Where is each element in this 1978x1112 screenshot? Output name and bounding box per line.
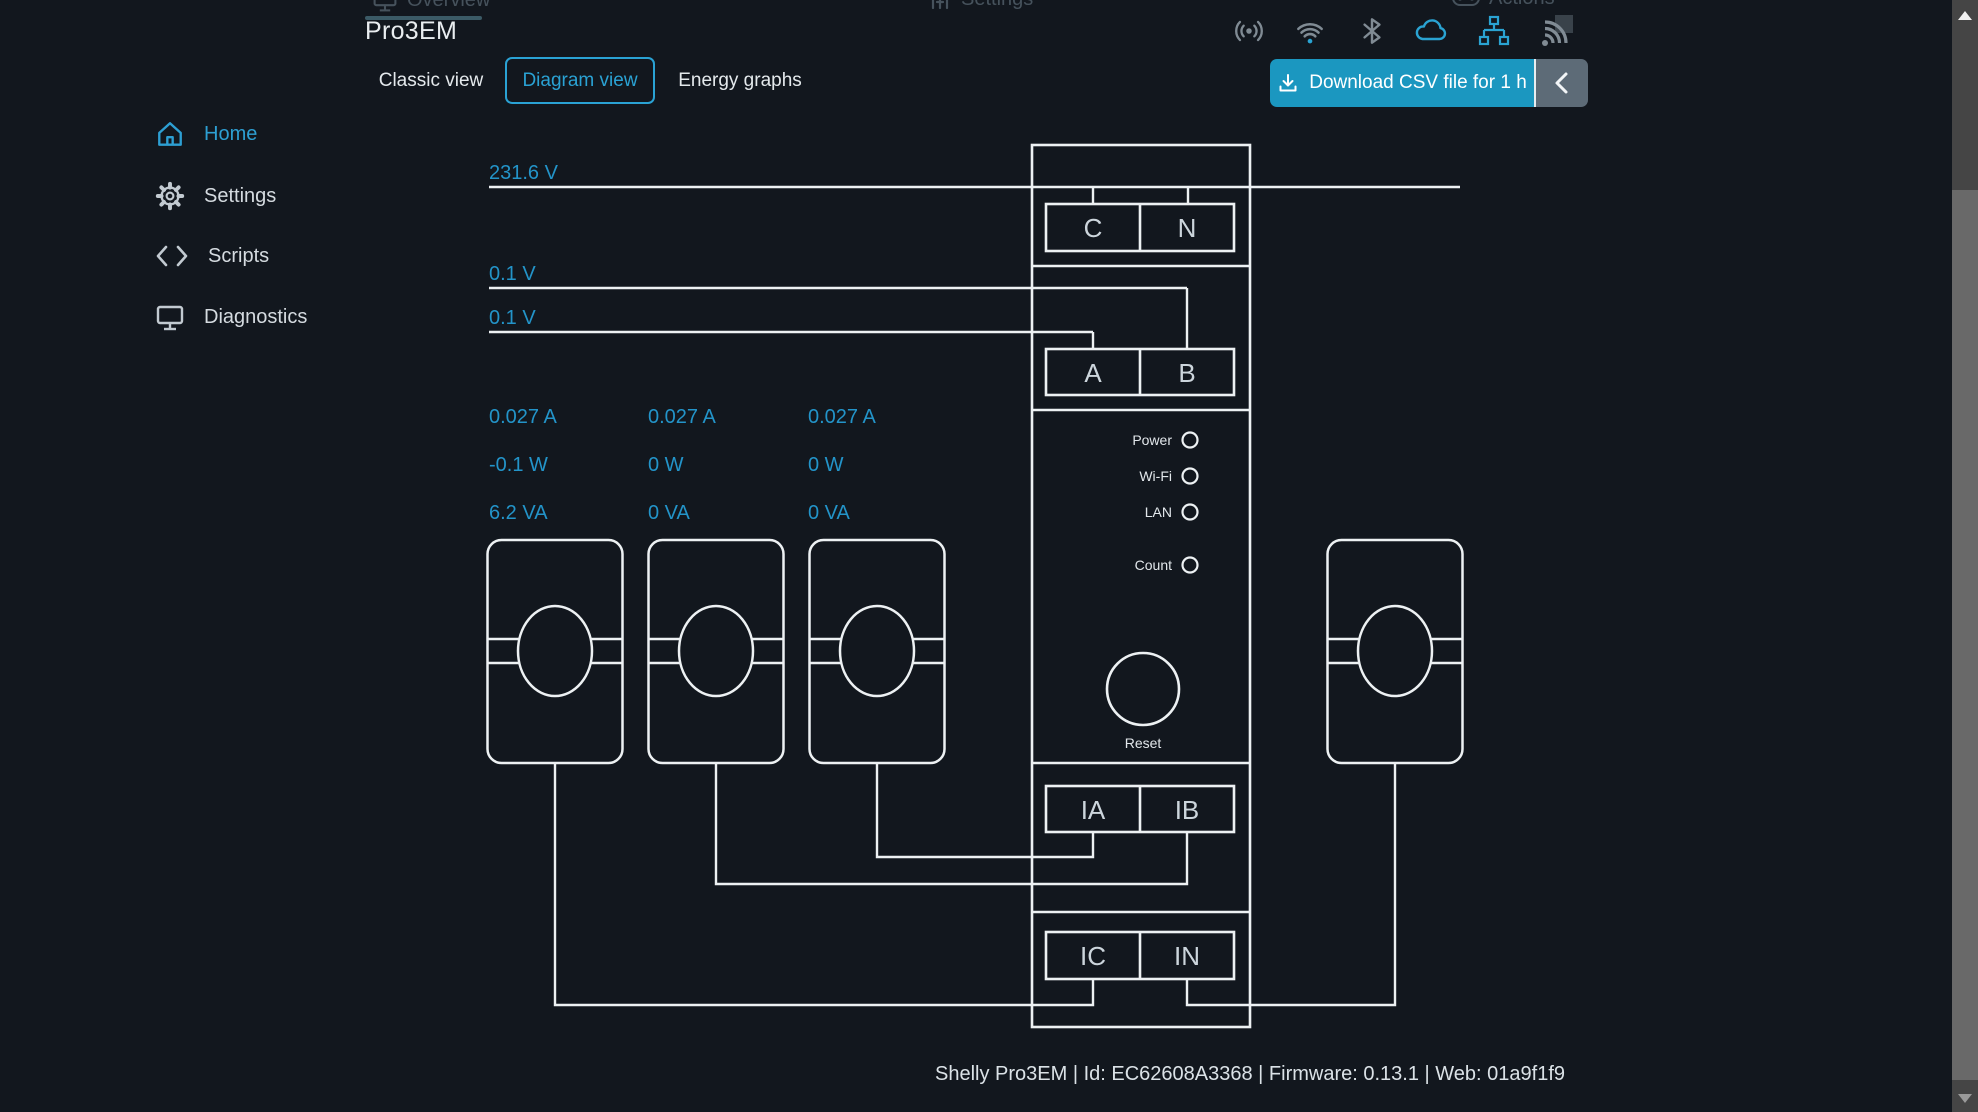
phase-b-current: 0.027 A [648, 406, 717, 428]
reset-button [1105, 651, 1181, 727]
sidebar-item-home[interactable]: Home [155, 117, 257, 151]
download-icon [1277, 72, 1299, 94]
phase-a-apparent-power: 6.2 VA [489, 502, 548, 524]
led-count-indicator [1181, 556, 1199, 574]
scrollbar-thumb[interactable] [1952, 190, 1978, 1080]
topnav-settings-label: Settings [961, 0, 1033, 11]
terminal-in: IN [1174, 941, 1200, 971]
page-title: Pro3EM [365, 17, 458, 45]
phase-c-voltage: 0.1 V [489, 307, 536, 329]
active-topnav-underline [365, 16, 482, 20]
gear-icon [155, 181, 185, 211]
terminal-a: A [1084, 358, 1102, 388]
scrollbar-up-arrow[interactable] [1958, 11, 1972, 20]
monitor-icon [155, 303, 185, 331]
terminal-ia: IA [1081, 795, 1106, 825]
code-icon [155, 242, 189, 270]
download-csv-label: Download CSV file for 1 h [1309, 72, 1527, 93]
reset-label: Reset [1125, 735, 1162, 751]
phase-b-power: 0 W [648, 454, 684, 476]
tab-energy-graphs[interactable]: Energy graphs [672, 57, 808, 104]
sidebar-item-diagnostics-label: Diagnostics [204, 305, 308, 328]
phase-b-voltage: 0.1 V [489, 263, 536, 285]
sidebar-item-home-label: Home [204, 122, 258, 145]
diagram-wires [489, 185, 1460, 1007]
ethernet-icon [1477, 14, 1511, 48]
bluetooth-icon [1355, 14, 1389, 48]
terminal-b: B [1178, 358, 1195, 388]
tab-energy-graphs-label: Energy graphs [678, 69, 802, 91]
chevron-left-icon [1552, 70, 1572, 96]
sliders-icon [928, 0, 952, 11]
topnav-overview[interactable]: Overview [372, 0, 490, 13]
scrollbar[interactable] [1952, 0, 1978, 1112]
led-power-indicator [1181, 431, 1199, 449]
wiring-diagram: C N A B IA IB IC IN Power Wi-Fi LAN Coun… [486, 143, 1464, 1029]
led-wifi-label: Wi-Fi [1139, 468, 1172, 484]
tab-diagram-view[interactable]: Diagram view [505, 57, 655, 104]
sidebar-item-settings-label: Settings [204, 184, 277, 207]
ct-clamp-neutral [1326, 538, 1464, 765]
terminal-ib: IB [1175, 795, 1200, 825]
topnav-actions[interactable]: Actions [1452, 0, 1555, 10]
phase-c-current: 0.027 A [808, 406, 877, 428]
topnav-actions-label: Actions [1489, 0, 1555, 10]
led-lan-label: LAN [1145, 504, 1172, 520]
device-info-footer: Shelly Pro3EM | Id: EC62608A3368 | Firmw… [935, 1063, 1565, 1085]
download-collapse-button[interactable] [1534, 59, 1588, 107]
ct-clamp-c [808, 538, 946, 765]
terminal-n: N [1178, 213, 1197, 243]
topnav-settings[interactable]: Settings [928, 0, 1033, 11]
led-wifi-indicator [1181, 467, 1199, 485]
led-count-label: Count [1135, 557, 1172, 573]
terminal-ic: IC [1080, 941, 1106, 971]
phase-b-apparent-power: 0 VA [648, 502, 691, 524]
rss-icon [1540, 14, 1574, 48]
gamepad-icon [1452, 0, 1480, 8]
tab-classic-view-label: Classic view [378, 69, 484, 91]
device-body [1030, 143, 1252, 1029]
ct-clamp-a [486, 538, 624, 765]
led-lan-indicator [1181, 503, 1199, 521]
tab-diagram-view-label: Diagram view [522, 69, 638, 91]
sidebar-item-scripts-label: Scripts [208, 244, 270, 267]
download-csv-button[interactable]: Download CSV file for 1 h [1270, 59, 1534, 107]
cloud-icon [1413, 14, 1447, 48]
phase-a-voltage: 231.6 V [489, 162, 559, 184]
ct-clamp-b [647, 538, 785, 765]
led-power-label: Power [1132, 432, 1172, 448]
terminal-c: C [1084, 213, 1103, 243]
home-icon [155, 119, 185, 149]
phase-c-apparent-power: 0 VA [808, 502, 851, 524]
phase-a-current: 0.027 A [489, 406, 558, 428]
sidebar-item-settings[interactable]: Settings [155, 179, 276, 213]
monitor-icon [372, 0, 398, 13]
radio-icon [1232, 14, 1266, 48]
phase-c-power: 0 W [808, 454, 844, 476]
topnav-overview-label: Overview [407, 0, 490, 12]
sidebar-item-scripts[interactable]: Scripts [155, 239, 269, 273]
phase-a-power: -0.1 W [489, 454, 548, 476]
top-navigation: Overview Settings Actions [0, 0, 1978, 22]
scrollbar-down-arrow[interactable] [1958, 1094, 1972, 1103]
tab-classic-view[interactable]: Classic view [368, 57, 494, 104]
sidebar-item-diagnostics[interactable]: Diagnostics [155, 300, 307, 334]
wifi-icon [1293, 14, 1327, 48]
